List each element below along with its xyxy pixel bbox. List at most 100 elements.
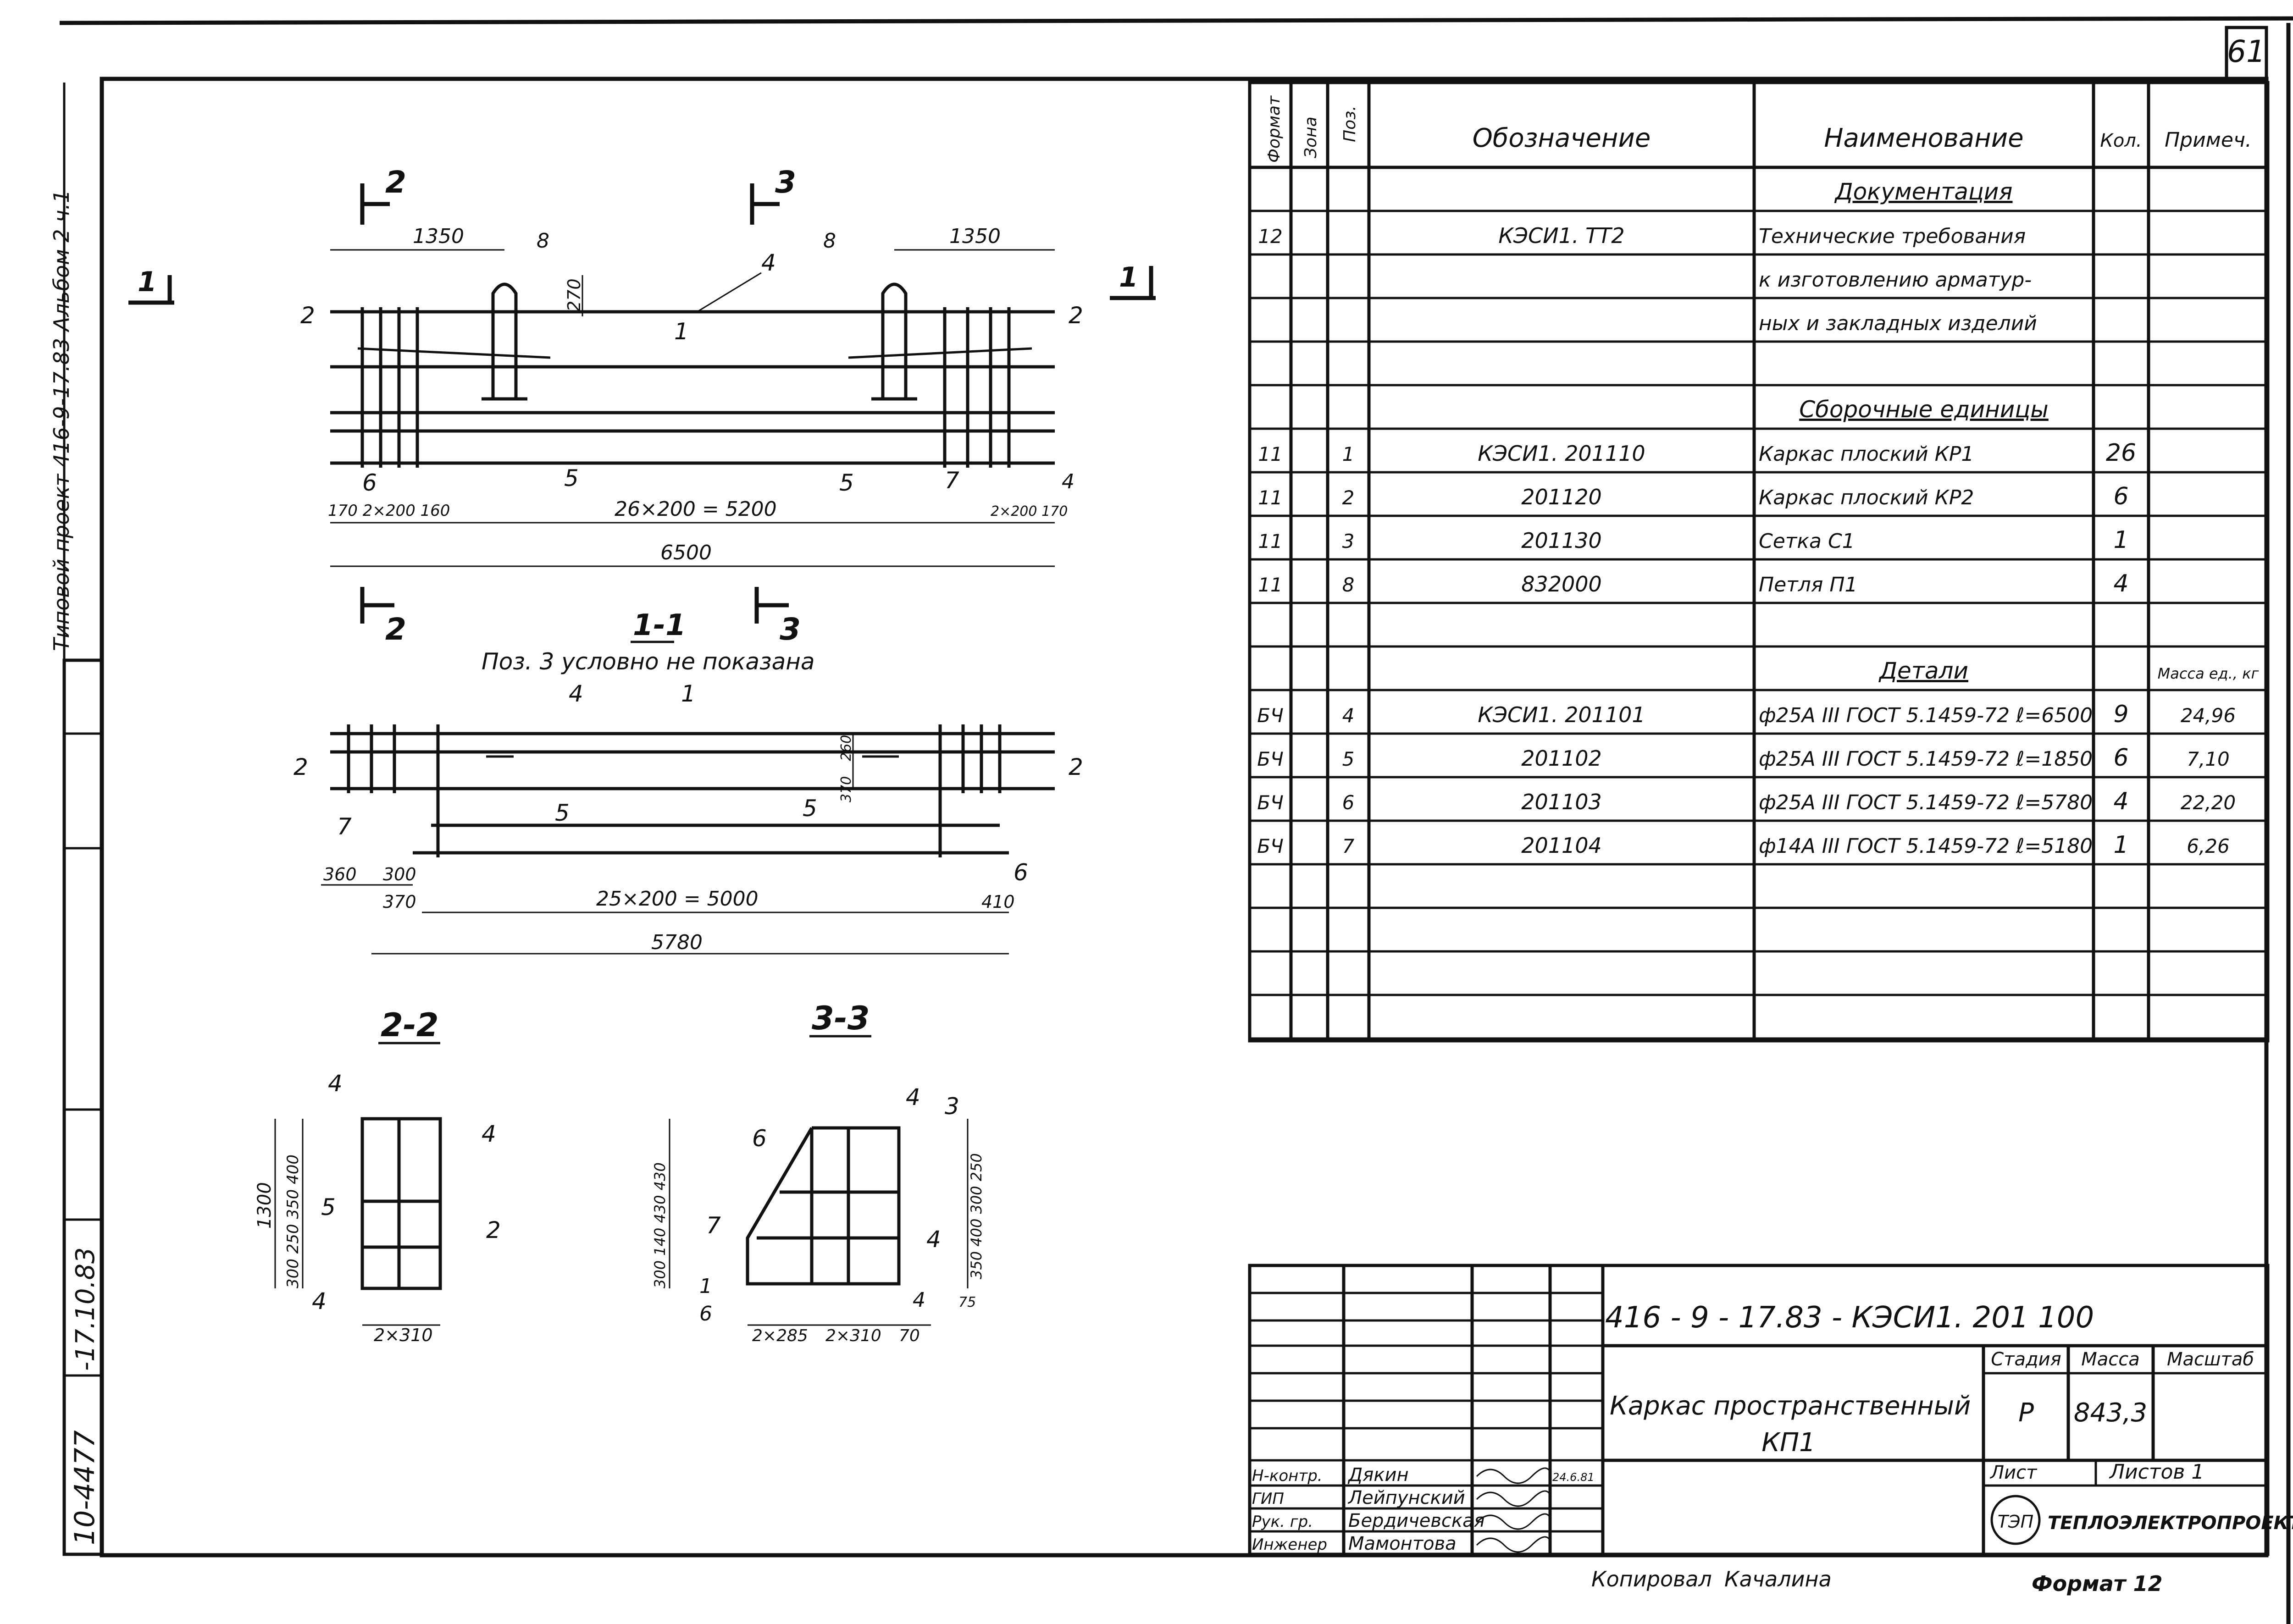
spec-cell-qty: 1	[2113, 526, 2128, 554]
sec11-dim-300: 300	[383, 864, 416, 884]
mass-value: 843,3	[2074, 1398, 2147, 1428]
spec-cell-pos: 3	[1342, 530, 1355, 552]
plan-dim-total: 6500	[660, 541, 712, 564]
spec-cell-designation: 201102	[1521, 746, 1602, 771]
plan-pos-2-right: 2	[1069, 302, 1083, 329]
copied-by: Качалина	[1724, 1567, 1832, 1591]
spec-cell-designation: 201103	[1521, 790, 1602, 814]
stage-value: Р	[2018, 1398, 2034, 1428]
spec-cell-name: ф25А III ГОСТ 5.1459-72 ℓ=1850	[1759, 747, 2093, 771]
header-pos: Поз.	[1340, 105, 1359, 142]
cut-3-bottom: 3	[780, 612, 801, 647]
title-line1: Каркас пространственный	[1610, 1391, 1971, 1421]
title-block: 416 - 9 - 17.83 - КЭСИ1. 201 100 Каркас …	[1248, 1264, 2293, 1556]
plan-dim-right-small: 2×200 170	[991, 503, 1068, 519]
sec11-pos-5-left: 5	[555, 800, 570, 826]
spec-cell-designation: 201120	[1521, 485, 1602, 509]
signature-name: Мамонтова	[1348, 1533, 1457, 1554]
sec11-dim-370: 370	[383, 892, 416, 912]
copied-by-label: Копировал	[1591, 1567, 1712, 1591]
spec-cell-pos: 6	[1342, 791, 1355, 814]
sec33-dim-w1: 2×285	[752, 1326, 808, 1345]
sec33-pos-4-top: 4	[906, 1084, 920, 1110]
sec33-pos-1: 1	[699, 1275, 712, 1298]
spec-cell-designation: 201104	[1521, 833, 1602, 858]
title-line2: КП1	[1761, 1428, 1816, 1458]
spec-cell-qty: 4	[2113, 788, 2128, 815]
spec-row: к изготовлению арматур-	[1759, 268, 2032, 292]
spec-cell-format: БЧ	[1257, 791, 1284, 814]
spec-cell-note: 7,10	[2187, 748, 2230, 770]
sec11-dim-360: 360	[323, 864, 357, 884]
org-logo-icon	[1990, 1495, 2041, 1545]
sec22-pos-5: 5	[321, 1194, 336, 1221]
spec-cell-name: Петля П1	[1759, 573, 1857, 597]
header-note: Примеч.	[2165, 128, 2252, 152]
format-label: Формат 12	[2032, 1571, 2162, 1596]
plan-pos-5-left: 5	[564, 465, 579, 492]
signature-role: Рук. гр.	[1252, 1513, 1313, 1531]
spec-cell-designation: КЭСИ1. 201101	[1478, 702, 1645, 727]
sec33-dim-75: 75	[958, 1294, 976, 1310]
sec22-dim-w: 2×310	[374, 1325, 433, 1345]
signature-scribble	[1476, 1467, 1551, 1484]
section-1-1: 1-1 Поз. 3 условно не показана 25×200 = …	[294, 608, 1083, 955]
spec-cell-qty: 9	[2113, 701, 2128, 728]
stage-label: Стадия	[1991, 1349, 2061, 1370]
sec33-pos-4-bottom: 4	[913, 1288, 925, 1312]
cut-1-left: 1	[138, 266, 157, 298]
mass-label: Масса	[2081, 1349, 2140, 1370]
sec33-outline	[746, 1126, 901, 1286]
plan-pos-7: 7	[945, 467, 959, 494]
spec-cell-note: 6,26	[2187, 835, 2230, 857]
signature-date: 24.6.81	[1552, 1471, 1595, 1484]
spec-cell-designation: КЭСИ1. ТТ2	[1498, 223, 1624, 248]
sec22-dims-v: 300 250 350 400	[284, 1154, 302, 1288]
spec-table-frame	[1248, 81, 2270, 1043]
margin-title: Типовой проект 416-9-17.83 Альбом 2 ч.1	[49, 190, 74, 651]
archive-stamp: -17.10.83	[71, 1247, 100, 1371]
page-number-box	[2225, 26, 2268, 81]
spec-cell-designation: 201130	[1521, 528, 1602, 553]
scale-label: Масштаб	[2167, 1349, 2254, 1370]
spec-cell-note: 22,20	[2181, 791, 2236, 814]
loop-left	[491, 282, 518, 399]
view-1-1-title: 1-1	[633, 608, 686, 642]
spec-cell-format: БЧ	[1257, 835, 1284, 857]
spec-cell-format: 11	[1258, 443, 1282, 465]
plan-pos-1: 1	[674, 318, 689, 345]
spec-cell-name: Каркас плоский КР1	[1759, 442, 1974, 466]
plan-dim-left: 1350	[413, 225, 464, 248]
spec-cell-qty: 4	[2113, 570, 2128, 597]
cut-3-top: 3	[775, 165, 796, 200]
spec-cell-name: Документация	[1834, 178, 2013, 205]
plan-dim-bottom: 26×200 = 5200	[615, 497, 777, 521]
section-3-3: 3-3 300 140 430 430 350 400 300 250 75 2…	[651, 1000, 985, 1345]
sec22-pos-4-top: 4	[328, 1070, 343, 1097]
loop-right	[881, 282, 908, 399]
view-3-3-title: 3-3	[812, 1000, 870, 1037]
cut-2-bottom: 2	[385, 612, 406, 647]
spec-cell-pos: 5	[1342, 748, 1355, 770]
spec-cell-format: 11	[1258, 574, 1282, 596]
spec-cell-designation: КЭСИ1. 201110	[1478, 441, 1645, 466]
spec-cell-pos: 7	[1342, 835, 1355, 857]
org-logo-text: ТЭП	[1998, 1512, 2033, 1532]
sec33-pos-6-top: 6	[752, 1125, 767, 1152]
sec11-pos-4: 4	[569, 680, 583, 707]
spec-cell-pos: 4	[1342, 704, 1355, 727]
sec22-pos-4-right: 4	[482, 1121, 496, 1147]
spec-cell-format: БЧ	[1257, 748, 1284, 770]
plan-pos-5-right: 5	[839, 470, 854, 496]
plan-pos-8-left: 8	[537, 229, 549, 253]
signature-scribble	[1476, 1490, 1551, 1507]
margin-stamp-box	[62, 658, 104, 1556]
sec11-dim-mid: 25×200 = 5000	[596, 887, 759, 911]
